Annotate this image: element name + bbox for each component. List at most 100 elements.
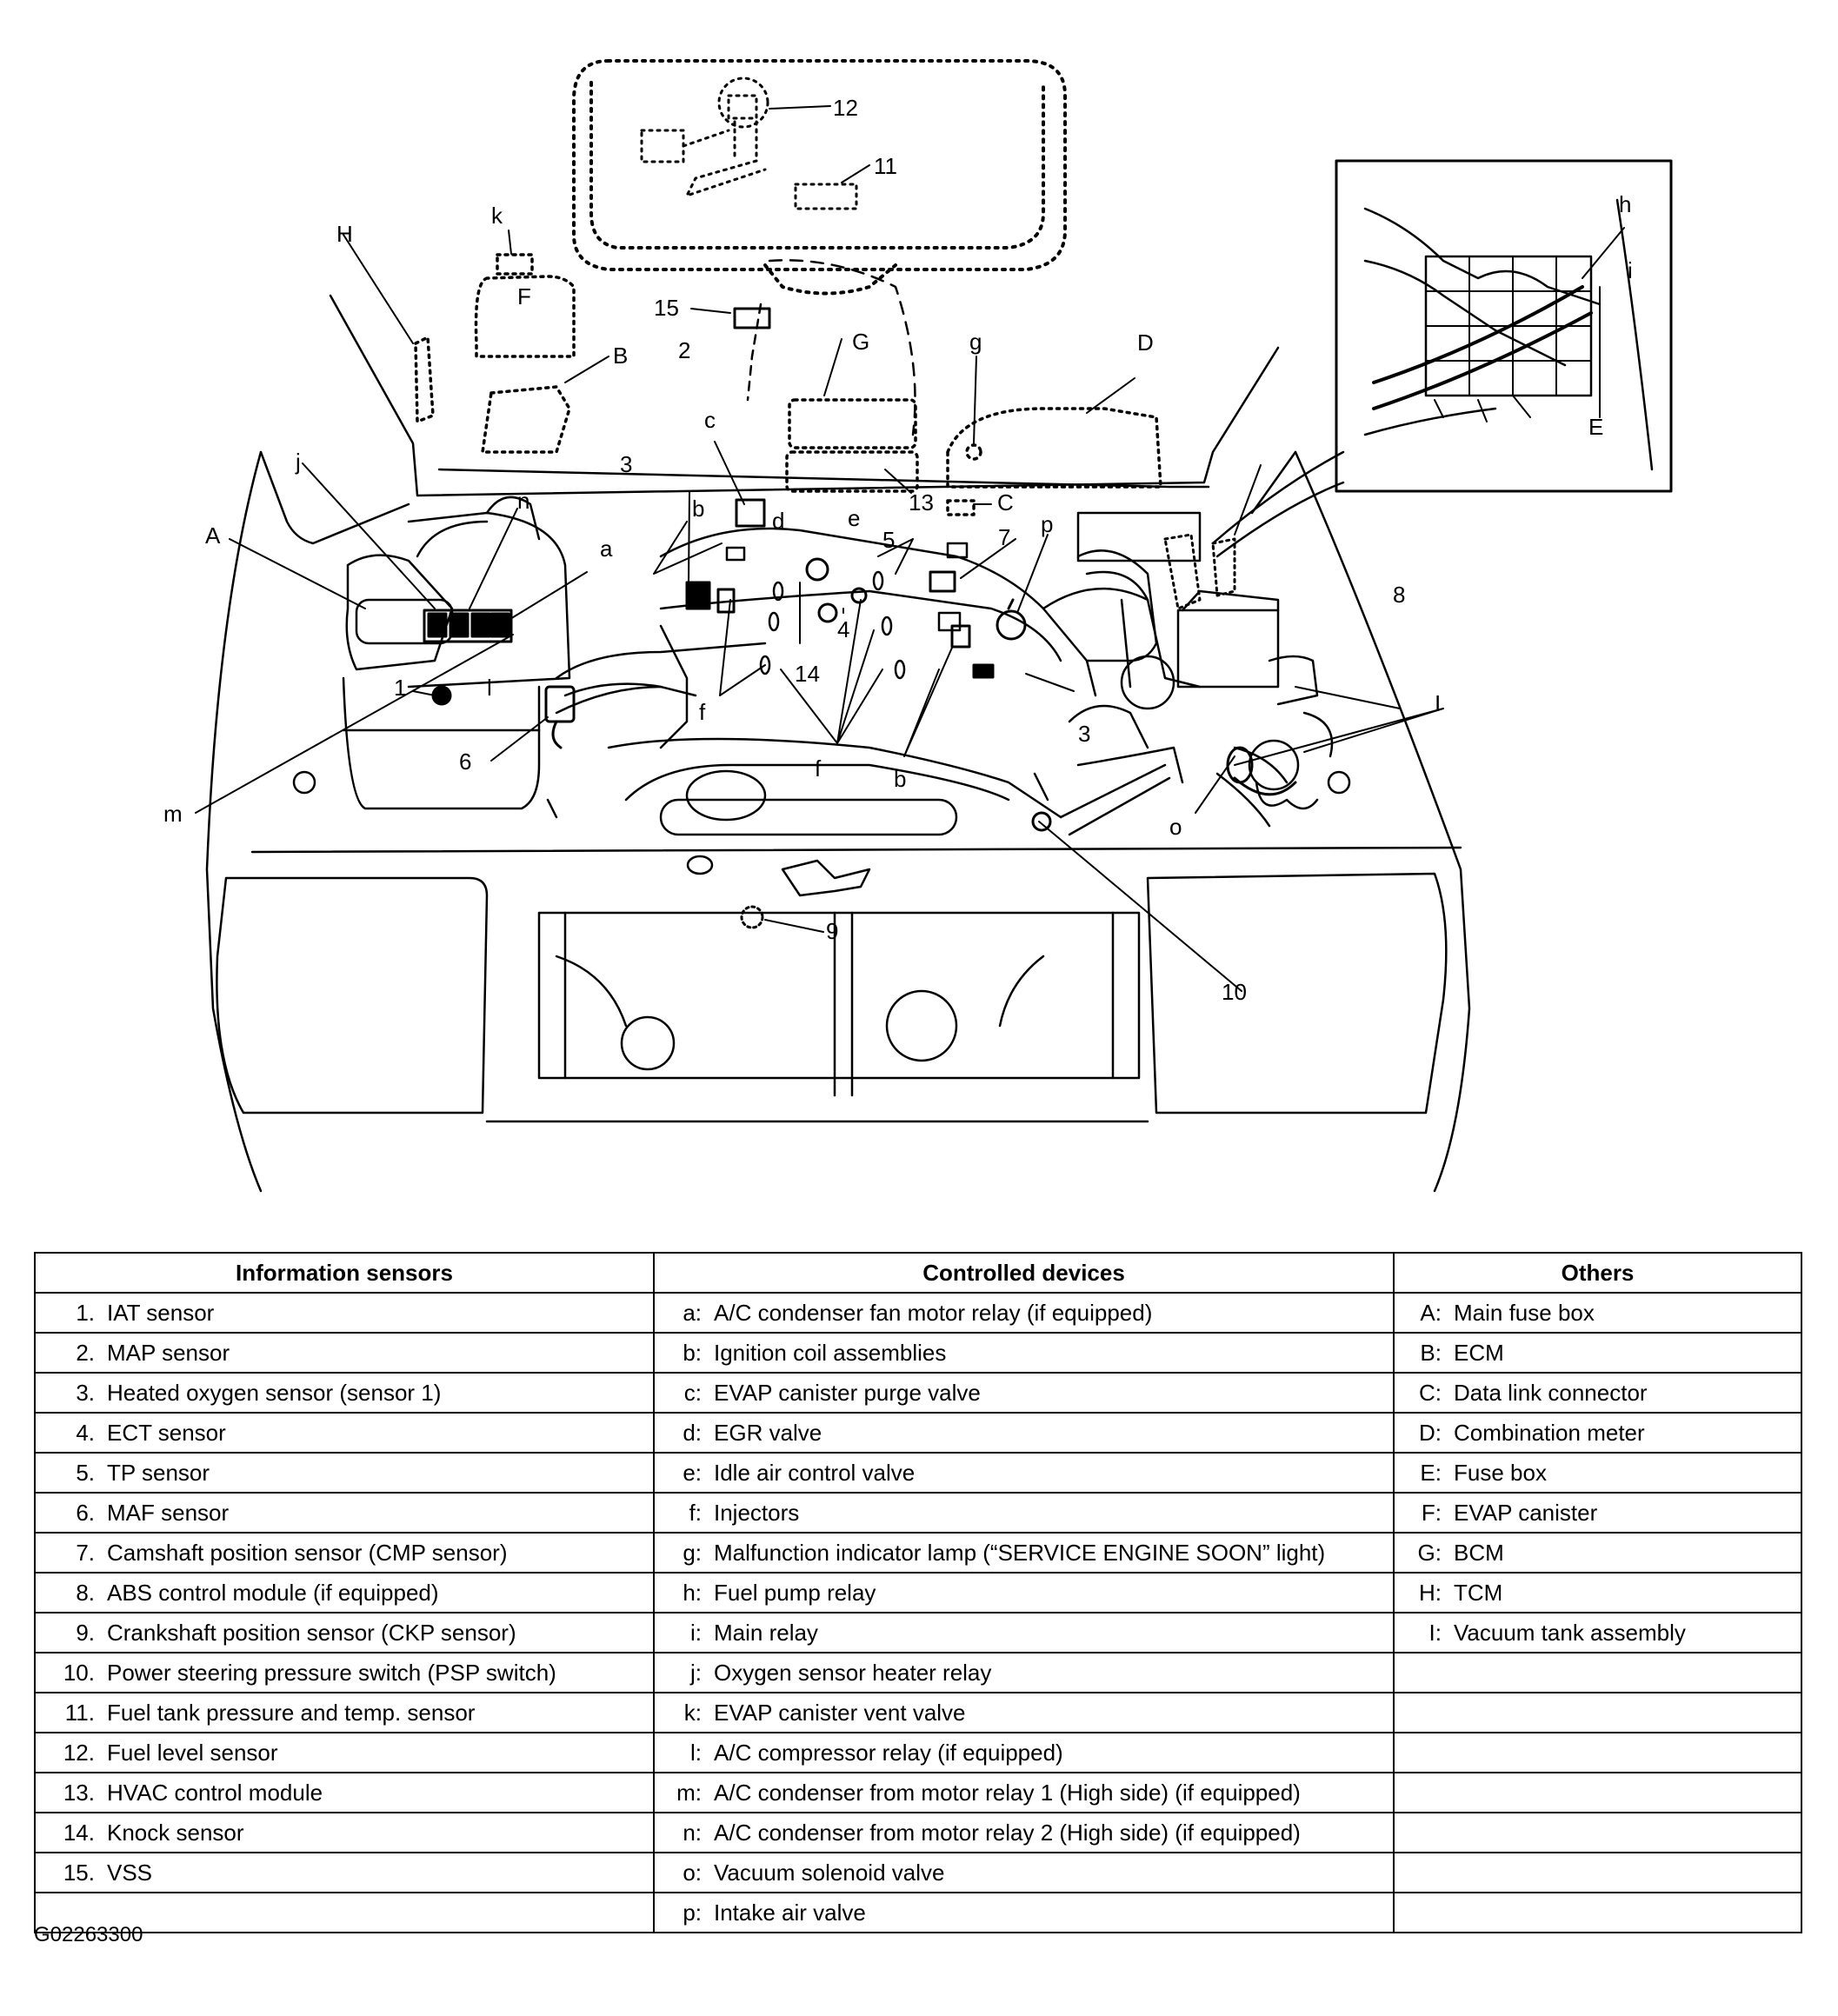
other-cell-text: BCM [1454, 1539, 1504, 1566]
device-cell-code: d: [683, 1419, 702, 1446]
device-cell-code: i: [690, 1619, 702, 1646]
other-cell [1393, 1772, 1802, 1813]
callout-D: D [1137, 329, 1154, 356]
callout-k: k [491, 203, 503, 229]
sensor-cell-code: 10. [63, 1659, 95, 1686]
header-controlled-devices: Controlled devices [653, 1252, 1395, 1294]
other-cell-code: G: [1417, 1539, 1442, 1566]
fuse-box-inset [1211, 159, 1673, 558]
callout-a: a [600, 536, 613, 562]
table-row: p:Intake air valve [34, 1892, 1802, 1933]
device-cell-text: EVAP canister vent valve [714, 1699, 966, 1726]
sensor-cell-text: HVAC control module [107, 1779, 323, 1806]
figure-id: G02263300 [34, 1923, 143, 1946]
device-cell: g: Malfunction indicator lamp (“SERVICE E… [653, 1532, 1395, 1574]
device-cell-code: l: [690, 1739, 702, 1766]
other-cell-text: EVAP canister [1454, 1499, 1598, 1526]
sensor-cell-code: 7. [76, 1539, 95, 1566]
callout-1: 1 [394, 675, 406, 701]
sensor-cell-text: ECT sensor [107, 1419, 226, 1446]
sensor-cell-code: 9. [76, 1619, 95, 1646]
device-cell: n:A/C condenser from motor relay 2 (High… [653, 1812, 1395, 1853]
callout-b-top: b [692, 496, 704, 522]
callout-j: j [295, 449, 301, 475]
vehicle-body [205, 294, 1471, 1193]
sensor-cell-text: ABS control module (if equipped) [107, 1579, 439, 1606]
other-cell-text: Combination meter [1454, 1419, 1645, 1446]
other-cell: F:EVAP canister [1393, 1492, 1802, 1534]
callout-E: E [1588, 414, 1603, 440]
device-cell-text: Main relay [714, 1619, 818, 1646]
table-row: 7. Camshaft position sensor (CMP sensor) g… [34, 1532, 1802, 1574]
sensor-cell-text: Heated oxygen sensor (sensor 1) [107, 1379, 442, 1406]
sensor-cell-text: IAT sensor [107, 1299, 215, 1326]
other-cell-text: Main fuse box [1454, 1299, 1595, 1326]
device-cell: e:Idle air control valve [653, 1452, 1395, 1494]
sensor-cell: 6.MAF sensor [34, 1492, 655, 1534]
callout-g: g [969, 329, 982, 355]
header-information-sensors: Information sensors [34, 1252, 655, 1294]
callout-13: 13 [909, 489, 934, 516]
device-cell: k:EVAP canister vent valve [653, 1692, 1395, 1733]
table-row: 15. VSS o:Vacuum solenoid valve [34, 1852, 1802, 1893]
callout-i: i [1628, 257, 1633, 283]
sensor-cell-text: VSS [107, 1859, 153, 1886]
sensor-cell-text: Crankshaft position sensor (CKP sensor) [107, 1619, 516, 1646]
other-cell-code: B: [1420, 1339, 1442, 1366]
device-cell-code: b: [683, 1339, 702, 1366]
callout-m: m [163, 801, 183, 827]
device-cell: o:Vacuum solenoid valve [653, 1852, 1395, 1893]
sensor-cell: 12.Fuel level sensor [34, 1732, 655, 1773]
callout-3-right: 3 [1078, 721, 1090, 747]
relay-block [423, 609, 513, 643]
sensor-cell: 5.TP sensor [34, 1452, 655, 1494]
callout-labels: 12 11 k F 15 B H G g D 2 3 c 13 C b d e … [163, 95, 1633, 1005]
callout-G: G [852, 329, 869, 355]
callout-l-left: l [487, 675, 492, 701]
sensor-cell-text: TP sensor [107, 1459, 210, 1486]
sensor-cell: 9. Crankshaft position sensor (CKP sensor… [34, 1612, 655, 1653]
device-cell-text: Malfunction indicator lamp (“SERVICE ENG… [714, 1539, 1326, 1566]
table-row: 3.Heated oxygen sensor (sensor 1)c:EVAP … [34, 1372, 1802, 1414]
sensor-cell: 2.MAP sensor [34, 1332, 655, 1374]
device-cell: l:A/C compressor relay (if equipped) [653, 1732, 1395, 1773]
other-cell-text: ECM [1454, 1339, 1504, 1366]
callout-o: o [1169, 814, 1182, 840]
sensor-cell: 3.Heated oxygen sensor (sensor 1) [34, 1372, 655, 1414]
dash-modules [785, 398, 1162, 516]
device-cell: j:Oxygen sensor heater relay [653, 1652, 1395, 1693]
other-cell-code: A: [1420, 1299, 1442, 1326]
other-cell-text: Fuse box [1454, 1459, 1547, 1486]
vss-connector [733, 307, 771, 329]
sensor-cell: 13.HVAC control module [34, 1772, 655, 1813]
callout-A: A [205, 522, 221, 549]
other-cell: A: Main fuse box [1393, 1292, 1802, 1334]
table-header-row: Information sensors Controlled devices O… [34, 1252, 1802, 1294]
callout-11: 11 [874, 153, 897, 179]
device-cell-text: Idle air control valve [714, 1459, 916, 1486]
device-cell-text: Oxygen sensor heater relay [714, 1659, 992, 1686]
device-cell-text: Ignition coil assemblies [714, 1339, 947, 1366]
device-cell: d:EGR valve [653, 1412, 1395, 1454]
vss-wire [746, 303, 763, 402]
other-cell [1393, 1732, 1802, 1773]
fuse-box-location [1163, 533, 1236, 610]
callout-e: e [848, 505, 860, 531]
sensor-cell-code: 15. [63, 1859, 95, 1886]
device-cell: c:EVAP canister purge valve [653, 1372, 1395, 1414]
device-cell-code: g: [683, 1539, 702, 1566]
sensor-cell [34, 1892, 655, 1933]
sensors [431, 498, 1297, 929]
device-cell-text: Vacuum solenoid valve [714, 1859, 945, 1886]
callout-15: 15 [654, 295, 679, 321]
device-cell-text: Intake air valve [714, 1899, 866, 1926]
sensor-cell-text: Camshaft position sensor (CMP sensor) [107, 1539, 508, 1566]
sensor-cell-code: 14. [63, 1819, 95, 1846]
other-cell-text: Vacuum tank assembly [1454, 1619, 1686, 1646]
callout-9: 9 [826, 918, 838, 944]
device-cell: m:A/C condenser from motor relay 1 (High… [653, 1772, 1395, 1813]
